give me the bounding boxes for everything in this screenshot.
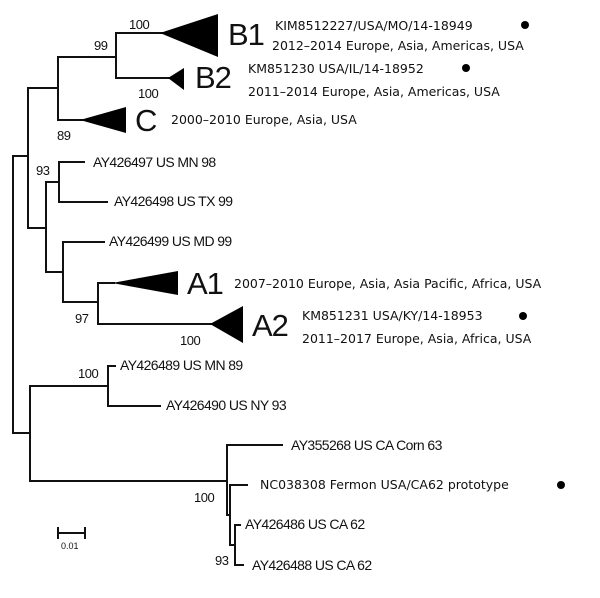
clade-a2-description: 2011–2017 Europe, Asia, Africa, USA <box>302 331 532 346</box>
clade-b2-description: 2011–2014 Europe, Asia, Americas, USA <box>248 84 500 99</box>
bootstrap-value: 93 <box>215 553 229 568</box>
scale-bar-label: 0.01 <box>61 541 79 551</box>
clade-c-triangle <box>80 107 126 133</box>
bootstrap-value: 99 <box>94 38 108 53</box>
leaf-label: AY426488 US CA 62 <box>252 557 372 573</box>
clade-b2-triangle <box>168 68 184 90</box>
bootstrap-value: 100 <box>180 333 200 348</box>
tree-branches <box>12 32 283 566</box>
clade-b1-label: B1 <box>228 17 264 52</box>
scale-bar: 0.01 <box>57 527 86 551</box>
marker-dot <box>462 64 470 72</box>
marker-dot <box>519 312 527 320</box>
clade-b2-label: B2 <box>195 60 231 95</box>
bootstrap-value: 89 <box>57 128 71 143</box>
clade-a2-triangle <box>210 306 243 343</box>
leaf-label: AY426490 US NY 93 <box>166 397 287 413</box>
leaf-label: AY426486 US CA 62 <box>245 516 365 532</box>
clade-a1-description: 2007–2010 Europe, Asia, Asia Pacific, Af… <box>234 276 542 291</box>
clade-b1-strain: KIM8512227/USA/MO/14-18949 <box>275 18 473 33</box>
leaf-label: AY426497 US MN 98 <box>93 154 216 170</box>
leaf-label: AY426499 US MD 99 <box>109 233 232 249</box>
leaf-label: AY426489 US MN 89 <box>120 357 243 373</box>
marker-dot <box>557 481 565 489</box>
bootstrap-value: 100 <box>138 86 158 101</box>
clade-b1-triangle <box>160 14 218 57</box>
clade-b1-description: 2012–2014 Europe, Asia, Americas, USA <box>272 38 524 53</box>
leaf-label: AY426498 US TX 99 <box>114 193 233 209</box>
clade-c-label: C <box>135 103 157 138</box>
clade-c-description: 2000–2010 Europe, Asia, USA <box>171 112 357 127</box>
bootstrap-value: 93 <box>36 163 50 178</box>
bootstrap-value: 100 <box>78 366 98 381</box>
bootstrap-value: 100 <box>129 17 149 32</box>
bootstrap-value: 97 <box>75 311 89 326</box>
clade-b2-strain: KM851230 USA/IL/14-18952 <box>248 61 424 76</box>
clade-a2-label: A2 <box>252 308 288 343</box>
clade-a1-label: A1 <box>187 266 223 301</box>
marker-dot <box>521 21 529 29</box>
clade-a1-triangle <box>112 271 178 295</box>
leaf-label: NC038308 Fermon USA/CA62 prototype <box>260 477 509 492</box>
bootstrap-value: 100 <box>194 490 214 505</box>
leaf-label: AY355268 US CA Corn 63 <box>291 437 443 453</box>
clade-a2-strain: KM851231 USA/KY/14-18953 <box>302 308 483 323</box>
